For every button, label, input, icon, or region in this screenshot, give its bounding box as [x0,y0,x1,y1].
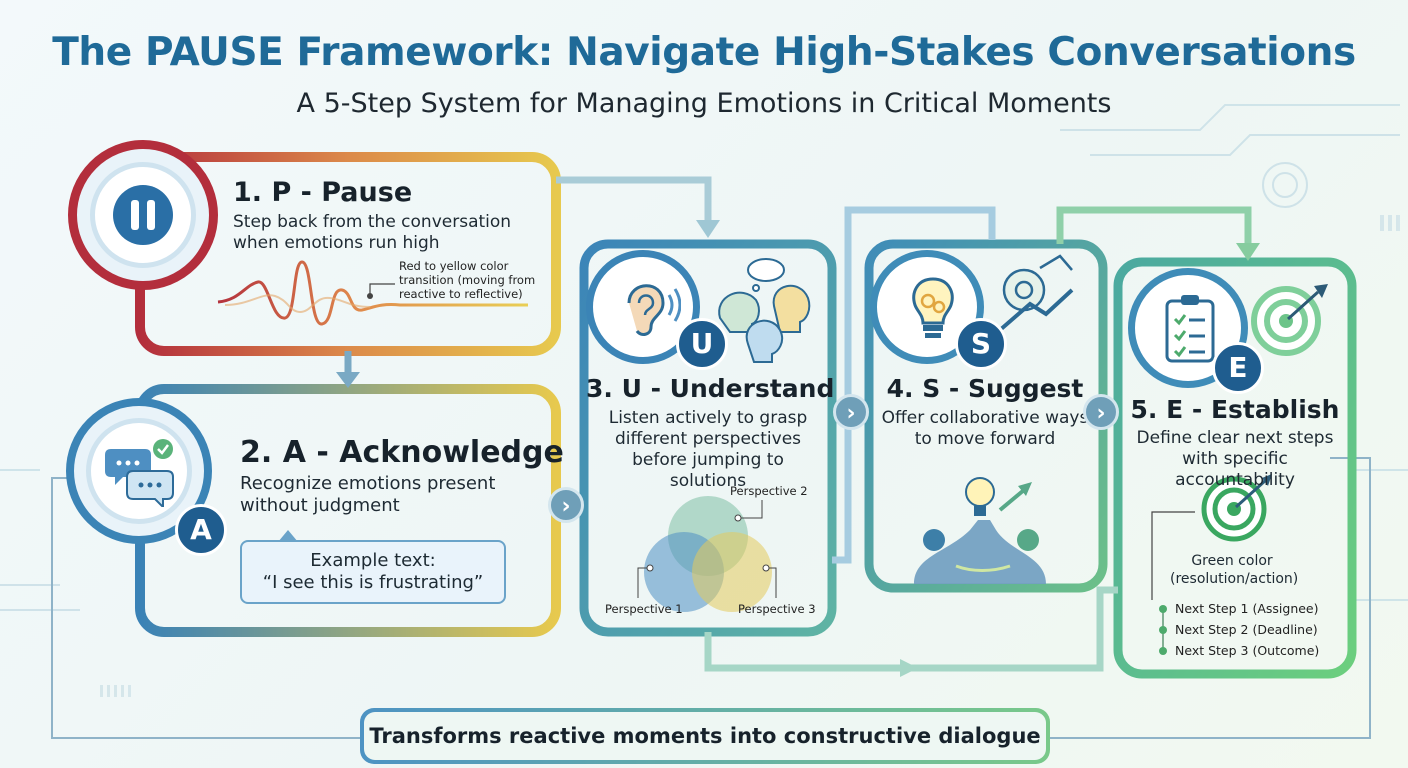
next-arrow-button[interactable]: › [833,394,869,430]
step-description-understand: Listen actively to grasp different persp… [608,408,808,491]
example-quote: “I see this is frustrating” [262,572,484,593]
step-heading-suggest: 4. S - Suggest [886,374,1084,403]
handshake-gear-icon [998,254,1074,332]
next-step-3: Next Step 3 (Outcome) [1175,643,1320,658]
step-description-pause: Step back from the conversation when emo… [233,212,512,253]
page-subtitle: A 5-Step System for Managing Emotions in… [296,88,1112,119]
step-badge-a: A [175,504,227,556]
collaboration-icon [914,477,1046,584]
tagline-text: Transforms reactive moments into constru… [364,712,1046,760]
lightbulb-icon [903,271,963,347]
page-title: The PAUSE Framework: Navigate High-Stake… [52,30,1356,75]
target-icon [1201,474,1272,542]
step-heading-acknowledge: 2. A - Acknowledge [240,435,564,470]
establish-color-note: Green color (resolution/action) [1170,553,1299,587]
next-arrow-button[interactable]: › [1083,394,1119,430]
ear-icon [615,273,682,343]
step-heading-establish: 5. E - Establish [1130,395,1340,424]
step-heading-understand: 3. U - Understand [586,374,835,403]
venn-label-perspective-3: Perspective 3 [738,602,816,616]
step-description-acknowledge: Recognize emotions present without judgm… [240,473,496,516]
chat-bubbles-icon [105,437,175,510]
next-step-2: Next Step 2 (Deadline) [1175,622,1318,637]
heads-icon [718,258,811,363]
clipboard-icon [1161,291,1221,367]
pause-icon [113,185,173,245]
venn-label-perspective-2: Perspective 2 [730,484,808,498]
step-badge-u: U [676,318,728,370]
example-callout: Example text: “I see this is frustrating… [240,530,506,604]
goal-target-icon [1251,284,1328,356]
example-label: Example text: [310,550,436,571]
venn-label-perspective-1: Perspective 1 [605,602,683,616]
pause-icon-circle [68,140,218,290]
step-description-establish: Define clear next steps with specific ac… [1136,428,1334,490]
next-arrow-button[interactable]: › [548,487,584,523]
step-badge-e: E [1212,342,1264,394]
step-description-suggest: Offer collaborative ways to move forward [881,408,1089,449]
tagline-banner: Transforms reactive moments into constru… [360,708,1050,764]
step-badge-s: S [955,318,1007,370]
next-step-1: Next Step 1 (Assignee) [1175,601,1319,616]
step-heading-pause: 1. P - Pause [233,177,413,208]
pause-color-note: Red to yellow color transition (moving f… [399,259,536,301]
